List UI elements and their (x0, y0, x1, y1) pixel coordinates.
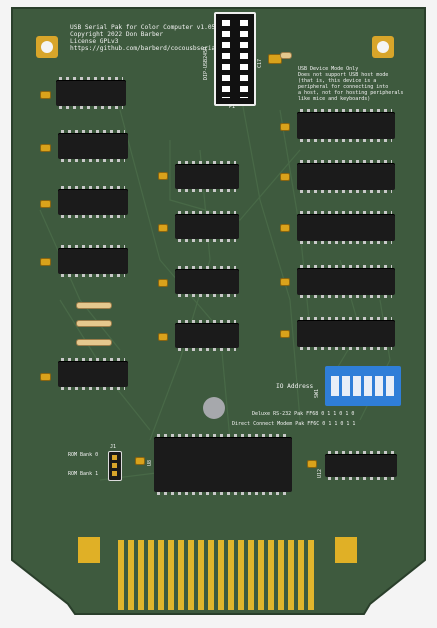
ic-mid-3 (175, 266, 239, 297)
chip-u8 (154, 434, 292, 495)
mounting-hole-top-left (36, 36, 58, 58)
usb-note-line-2: Does not support USB host mode (298, 72, 389, 78)
title-line-3: License GPLv3 (70, 38, 119, 45)
cap-right-1 (280, 123, 290, 131)
cap-right-3 (280, 224, 290, 232)
ic-left-5 (58, 358, 128, 390)
cap-c17 (268, 54, 282, 64)
dip-switch[interactable] (325, 366, 401, 406)
title-line-1: USB Serial Pak for Color Computer v1.05 (70, 24, 216, 31)
jumper-ref: J1 (110, 444, 117, 450)
ic-left-1 (56, 77, 126, 109)
usb-note-line-5: a host, not for hosting peripherals (298, 90, 404, 96)
cap-mid-3 (158, 279, 168, 287)
rom-bank-1-label: ROM Bank 1 (68, 471, 99, 477)
title-line-2: Copyright 2022 Don Barber (70, 31, 164, 38)
cap-right-5 (280, 330, 290, 338)
ic-right-2 (297, 160, 395, 193)
title-line-4: https://github.com/barberd/cocousbserial (70, 45, 220, 52)
cap-mid-2 (158, 224, 168, 232)
direct-connect-label: Direct Connect Modem Pak FF6C 0 1 1 0 1 … (232, 421, 356, 427)
resistor-near-usb (280, 52, 292, 59)
usb-socket-part: DIP-USB245R (203, 46, 209, 80)
board-title-block: USB Serial Pak for Color Computer v1.05 … (70, 24, 219, 52)
usb-note-line-1: USB Device Mode Only (298, 66, 359, 72)
cap-left-3 (40, 200, 51, 208)
cap-near-u8 (135, 457, 145, 465)
io-address-label: IO Address (276, 383, 314, 390)
mounting-hole-top-right (372, 36, 394, 58)
ic-right-4 (297, 265, 395, 298)
chip-u12 (325, 451, 397, 480)
usb-note-block: USB Device Mode Only Does not support US… (298, 66, 403, 102)
rom-bank-jumper[interactable] (108, 451, 122, 481)
deluxe-rs232-label: Deluxe RS-232 Pak FF68 0 1 1 0 1 0 (252, 411, 355, 417)
dip-switch-ref: SW1 (314, 388, 320, 398)
usb-note-line-4: peripheral for connecting into (298, 84, 389, 90)
cap-near-u12 (307, 460, 317, 468)
chip-u12-label: U12 (317, 468, 323, 478)
ic-right-1 (297, 109, 395, 142)
cap-left-5 (40, 373, 51, 381)
usb-socket (214, 12, 256, 106)
ic-mid-2 (175, 211, 239, 242)
ic-right-5 (297, 317, 395, 350)
ic-mid-4 (175, 320, 239, 351)
ic-mid-1 (175, 161, 239, 192)
cap-mid-1 (158, 172, 168, 180)
cap-left-4 (40, 258, 51, 266)
resistor-r2 (76, 302, 112, 309)
ic-right-3 (297, 211, 395, 244)
ic-left-4 (58, 245, 128, 277)
usb-note-line-3: (that is, this device is a (298, 78, 377, 84)
cap-left-1 (40, 91, 51, 99)
ic-left-2 (58, 130, 128, 162)
usb-socket-ref: P1 (229, 104, 236, 110)
resistor-r4 (76, 339, 112, 346)
chip-u8-label: U8 (147, 459, 153, 466)
resistor-r3 (76, 320, 112, 327)
cap-mid-4 (158, 333, 168, 341)
cap-c17-label: C17 (257, 58, 263, 68)
usb-note-line-6: like mice and keyboards) (298, 96, 371, 102)
cap-left-2 (40, 144, 51, 152)
rom-bank-0-label: ROM Bank 0 (68, 452, 99, 458)
cap-right-4 (280, 278, 290, 286)
ic-left-3 (58, 186, 128, 218)
cap-right-2 (280, 173, 290, 181)
